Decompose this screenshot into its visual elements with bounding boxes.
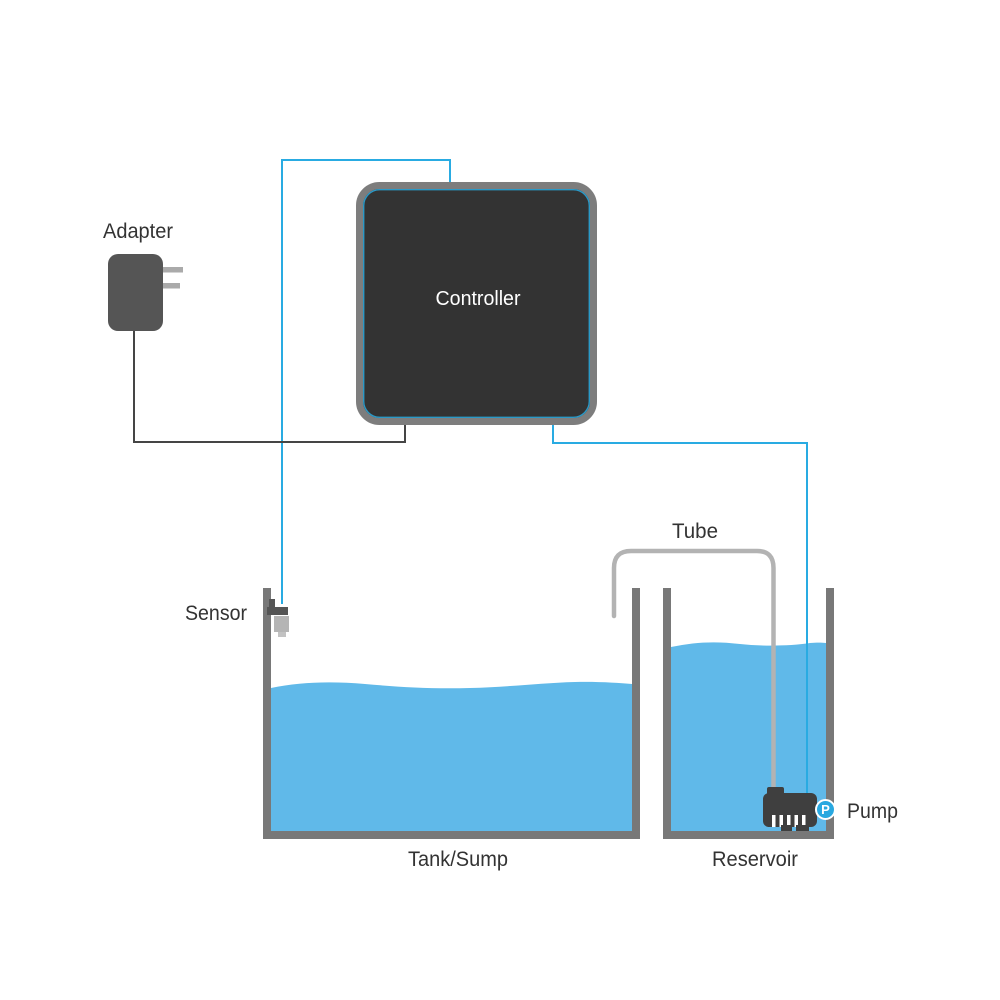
- tank-bottom-wall: [263, 831, 640, 839]
- adapter-prong-bottom: [163, 283, 180, 289]
- pump-badge-letter: P: [821, 802, 830, 817]
- reservoir-water: [671, 642, 826, 831]
- sensor-float-tip: [278, 632, 286, 637]
- pump-foot-right: [796, 825, 809, 831]
- pump-power-badge: [815, 799, 836, 820]
- pump-label: Pump: [847, 799, 898, 823]
- sensor-clamp-bar: [267, 607, 288, 615]
- sensor-clamp-vertical: [269, 599, 275, 608]
- adapter-cable: [133, 330, 406, 443]
- tank-right-wall: [632, 588, 640, 839]
- reservoir-label: Reservoir: [712, 847, 798, 871]
- sensor-cable: [281, 159, 451, 604]
- pump-vents: [768, 815, 810, 827]
- controller-device: [356, 182, 597, 425]
- tank-sump-label: Tank/Sump: [408, 847, 508, 871]
- tube-label: Tube: [672, 519, 718, 543]
- tube-pipe: [611, 548, 776, 793]
- reservoir-right-wall: [826, 588, 834, 839]
- controller-accent-line: [363, 188, 591, 419]
- controller-label: Controller: [436, 288, 521, 310]
- reservoir-left-wall: [663, 588, 671, 839]
- adapter-device: [108, 254, 163, 331]
- tank-left-wall: [263, 588, 271, 839]
- reservoir-bottom-wall: [663, 831, 834, 839]
- pump-foot-left: [781, 825, 792, 831]
- sensor-label: Sensor: [185, 601, 247, 625]
- adapter-prong-top: [163, 267, 183, 273]
- pump-cable: [552, 424, 808, 798]
- tank-water: [271, 681, 632, 831]
- sensor-float-body: [274, 616, 289, 632]
- adapter-label: Adapter: [103, 219, 173, 243]
